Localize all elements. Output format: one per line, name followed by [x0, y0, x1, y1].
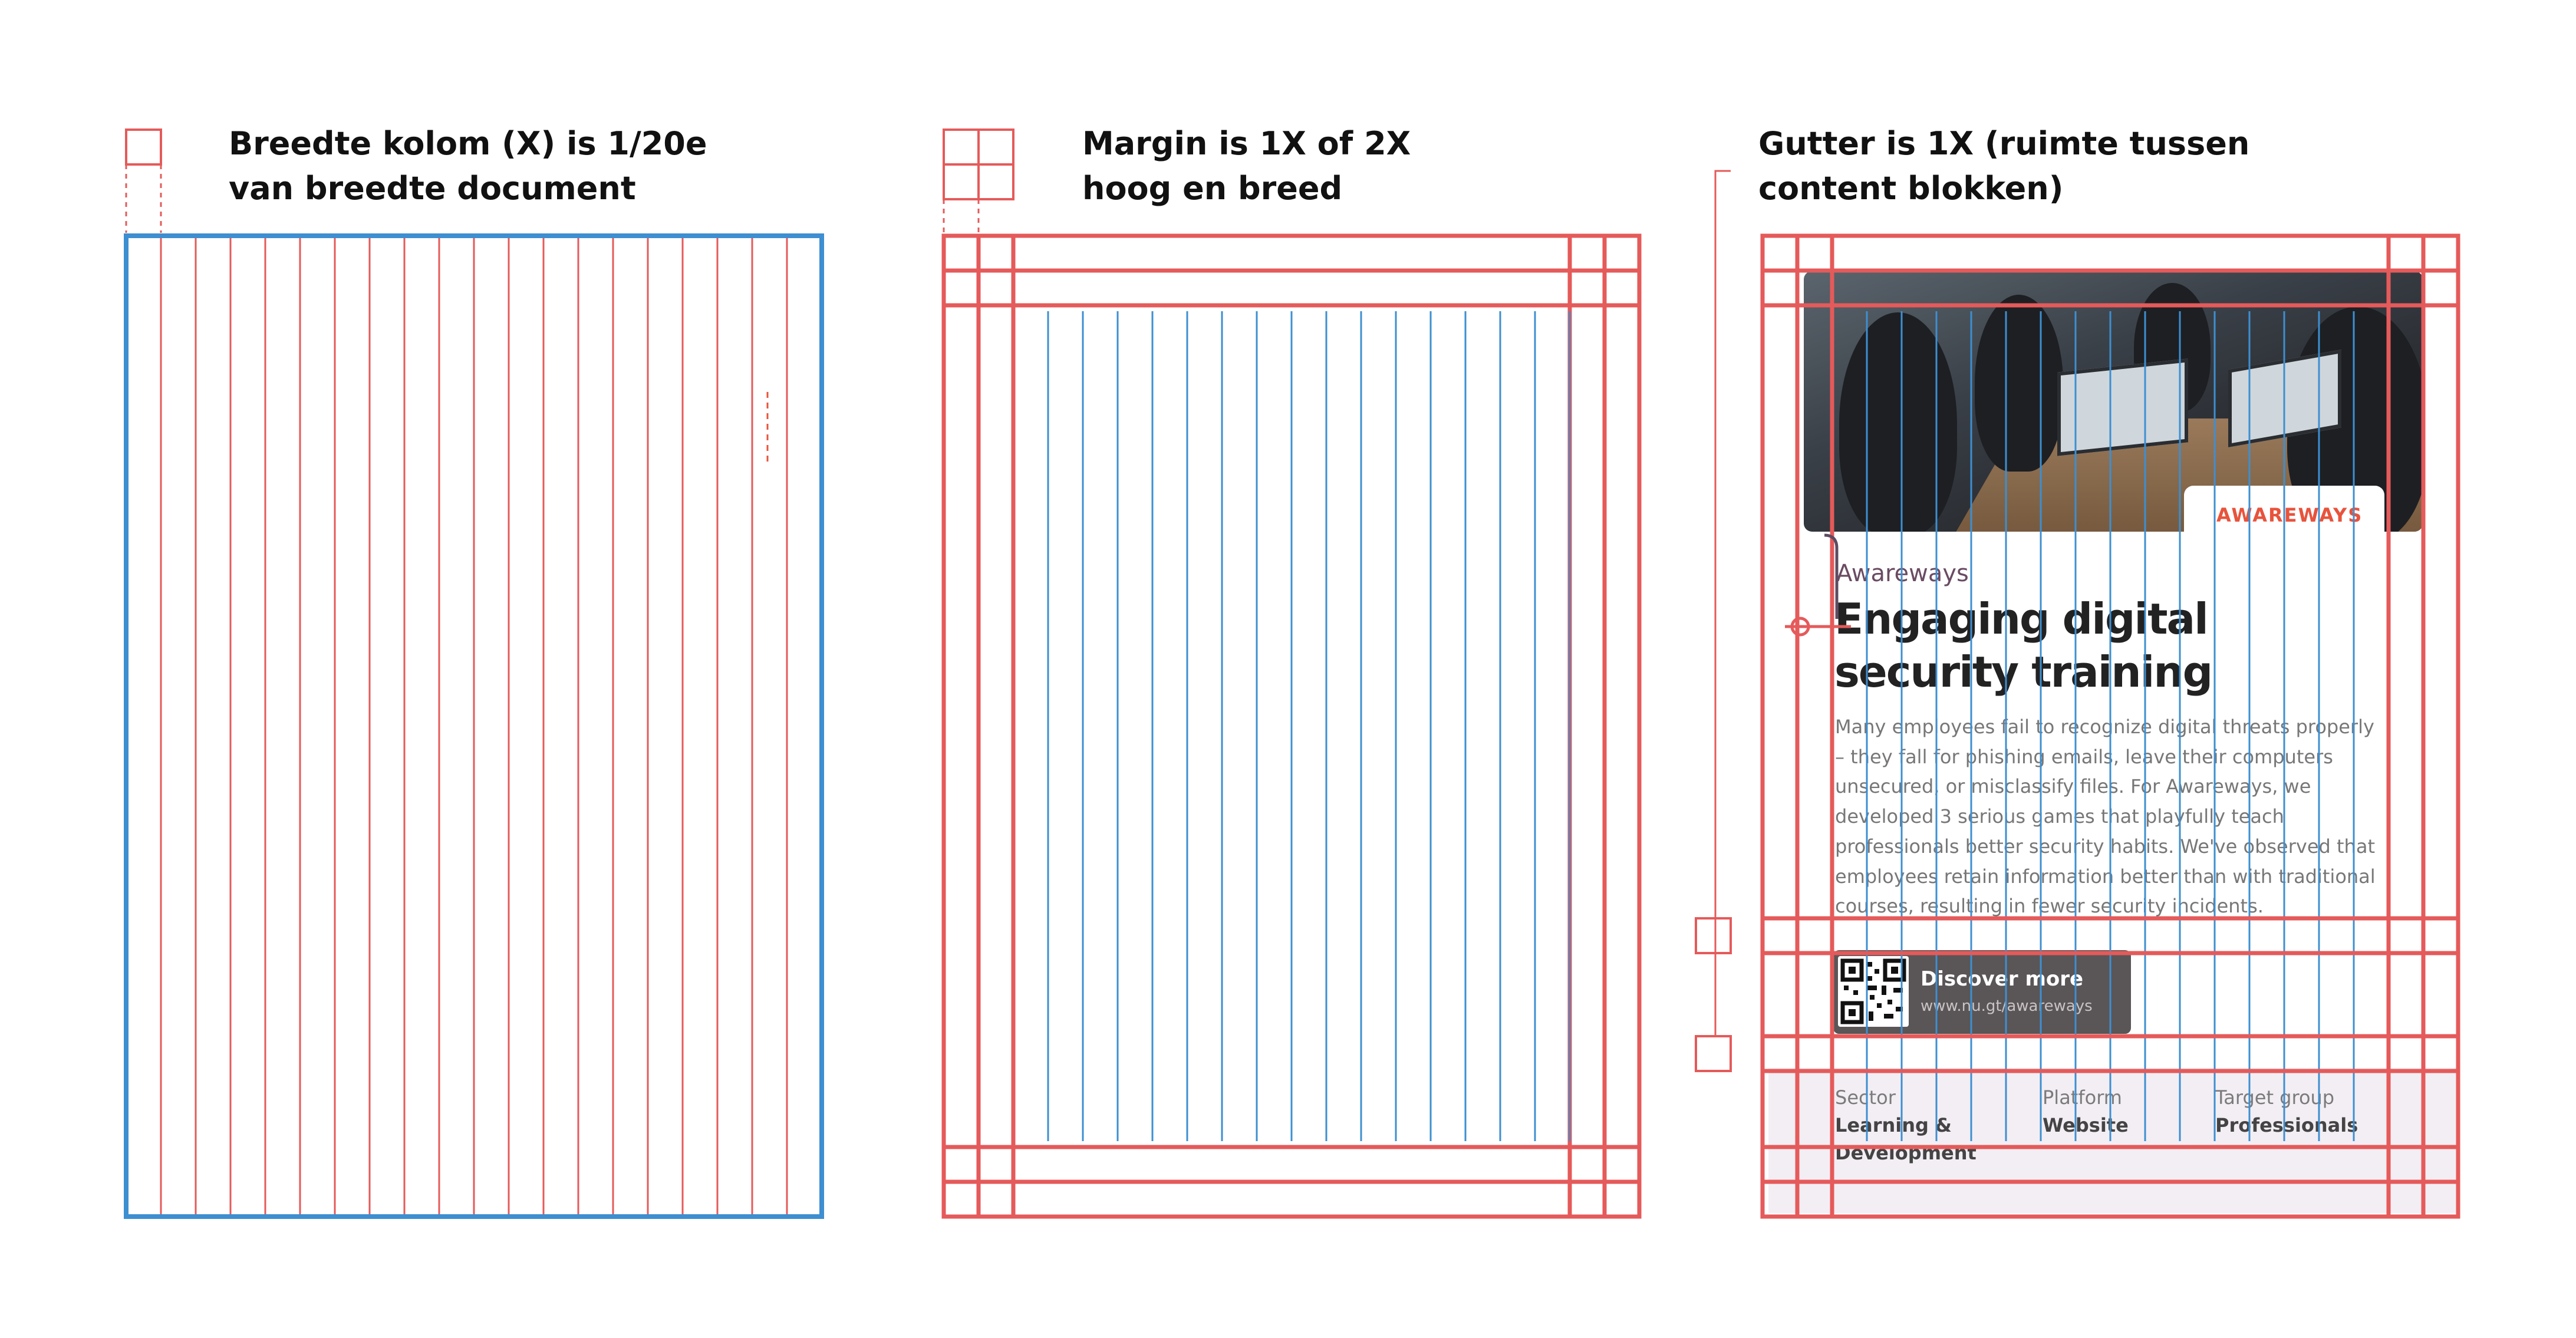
heading-bracket-line [1715, 171, 1731, 1026]
unit-square-icon [126, 130, 161, 164]
gutter-unit-icon [1696, 918, 1731, 953]
gutter-unit-icon [1696, 1036, 1731, 1071]
